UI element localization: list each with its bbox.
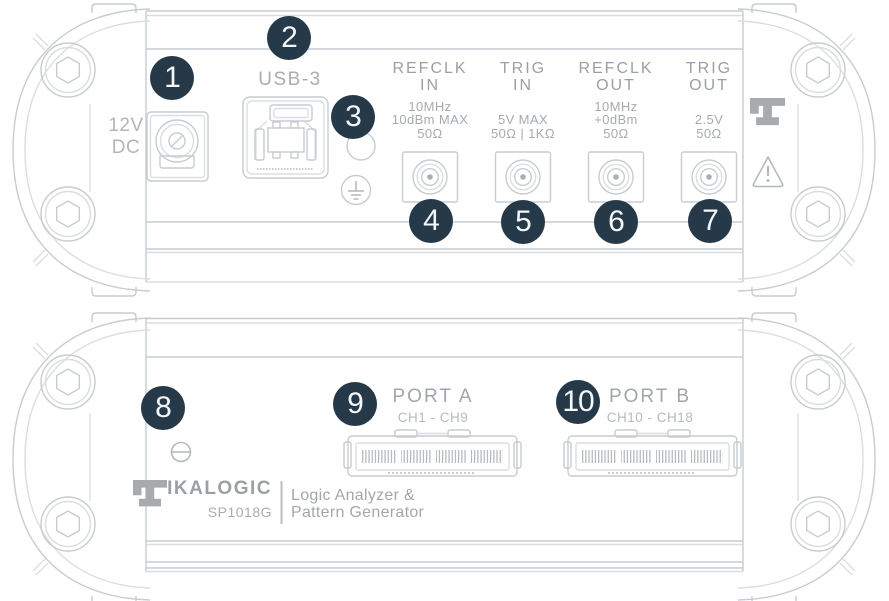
port-a-label: PORT A CH1 - CH9 [373, 386, 493, 426]
connector-title-line2: IN [420, 77, 440, 94]
right-bumper-icon [737, 312, 876, 601]
callout-1: 1 [150, 56, 194, 100]
port-channels: CH1 - CH9 [397, 410, 469, 425]
brand-block: IKALOGIC SP1018G [130, 478, 272, 520]
left-bumper-icon [12, 3, 151, 297]
callout-10: 10 [556, 380, 600, 424]
brand-tagline: Logic Analyzer & Pattern Generator [291, 487, 424, 521]
connector-label-trig-out: TRIG OUT 2.5V 50Ω [644, 60, 774, 140]
callout-9: 9 [333, 382, 377, 426]
bottom-enclosure [12, 312, 876, 601]
brand-tagline-line2: Pattern Generator [291, 504, 425, 521]
brand-tagline-line1: Logic Analyzer & [291, 487, 415, 504]
connector-spec: 50Ω [696, 125, 722, 141]
connector-spec: +0dBm [594, 112, 638, 127]
button-icon [170, 441, 192, 463]
callout-7: 7 [688, 199, 732, 243]
connector-label-refclk-in: REFCLK IN 10MHz 10dBm MAX 50Ω [365, 60, 495, 140]
dc-jack-icon [146, 111, 209, 182]
ground-icon [340, 174, 372, 206]
brand-name: IKALOGIC [167, 478, 272, 499]
connector-spec: 50Ω [417, 125, 443, 141]
callout-5: 5 [501, 200, 545, 244]
connector-spec: 5V MAX [497, 112, 549, 127]
connector-title-line1: REFCLK [392, 60, 468, 77]
connector-title-line1: TRIG [499, 60, 547, 77]
connector-spec: 10dBm MAX [391, 112, 469, 127]
callout-6: 6 [594, 200, 638, 244]
left-bumper-icon [12, 312, 151, 601]
callout-2: 2 [267, 16, 311, 60]
connector-title-line2: OUT [596, 77, 636, 94]
callout-3: 3 [331, 95, 375, 139]
port-name: PORT B [608, 386, 692, 407]
connector-label-trig-in: TRIG IN 5V MAX 50Ω | 1KΩ [458, 60, 588, 140]
connector-title-line1: TRIG [685, 60, 733, 77]
usb-b-connector-icon [242, 96, 329, 179]
connector-title-line2: OUT [689, 77, 729, 94]
power-label: 12V DC [99, 115, 153, 159]
usb-label: USB-3 [258, 69, 322, 90]
power-label-line2: DC [111, 137, 141, 158]
port-b-label: PORT B CH10 - CH18 [590, 386, 710, 426]
warning-icon [752, 156, 784, 188]
callout-8: 8 [141, 386, 185, 430]
connector-title-line2: IN [513, 77, 533, 94]
callout-4: 4 [409, 199, 453, 243]
connector-spec: 10MHz [594, 98, 638, 114]
right-bumper-icon [737, 3, 876, 297]
connector-spec: 2.5V [694, 112, 724, 127]
connector-label-refclk-out: REFCLK OUT 10MHz +0dBm 50Ω [551, 60, 681, 140]
port-name: PORT A [392, 386, 474, 407]
port-channels: CH10 - CH18 [606, 410, 694, 425]
brand-model: SP1018G [207, 504, 272, 520]
connector-spec: 50Ω [603, 125, 629, 141]
connector-spec: 50Ω | 1KΩ [491, 125, 555, 141]
connector-spec: 10MHz [408, 98, 452, 114]
connector-title-line1: REFCLK [578, 60, 654, 77]
top-enclosure [12, 3, 876, 297]
power-label-line1: 12V [108, 115, 144, 136]
